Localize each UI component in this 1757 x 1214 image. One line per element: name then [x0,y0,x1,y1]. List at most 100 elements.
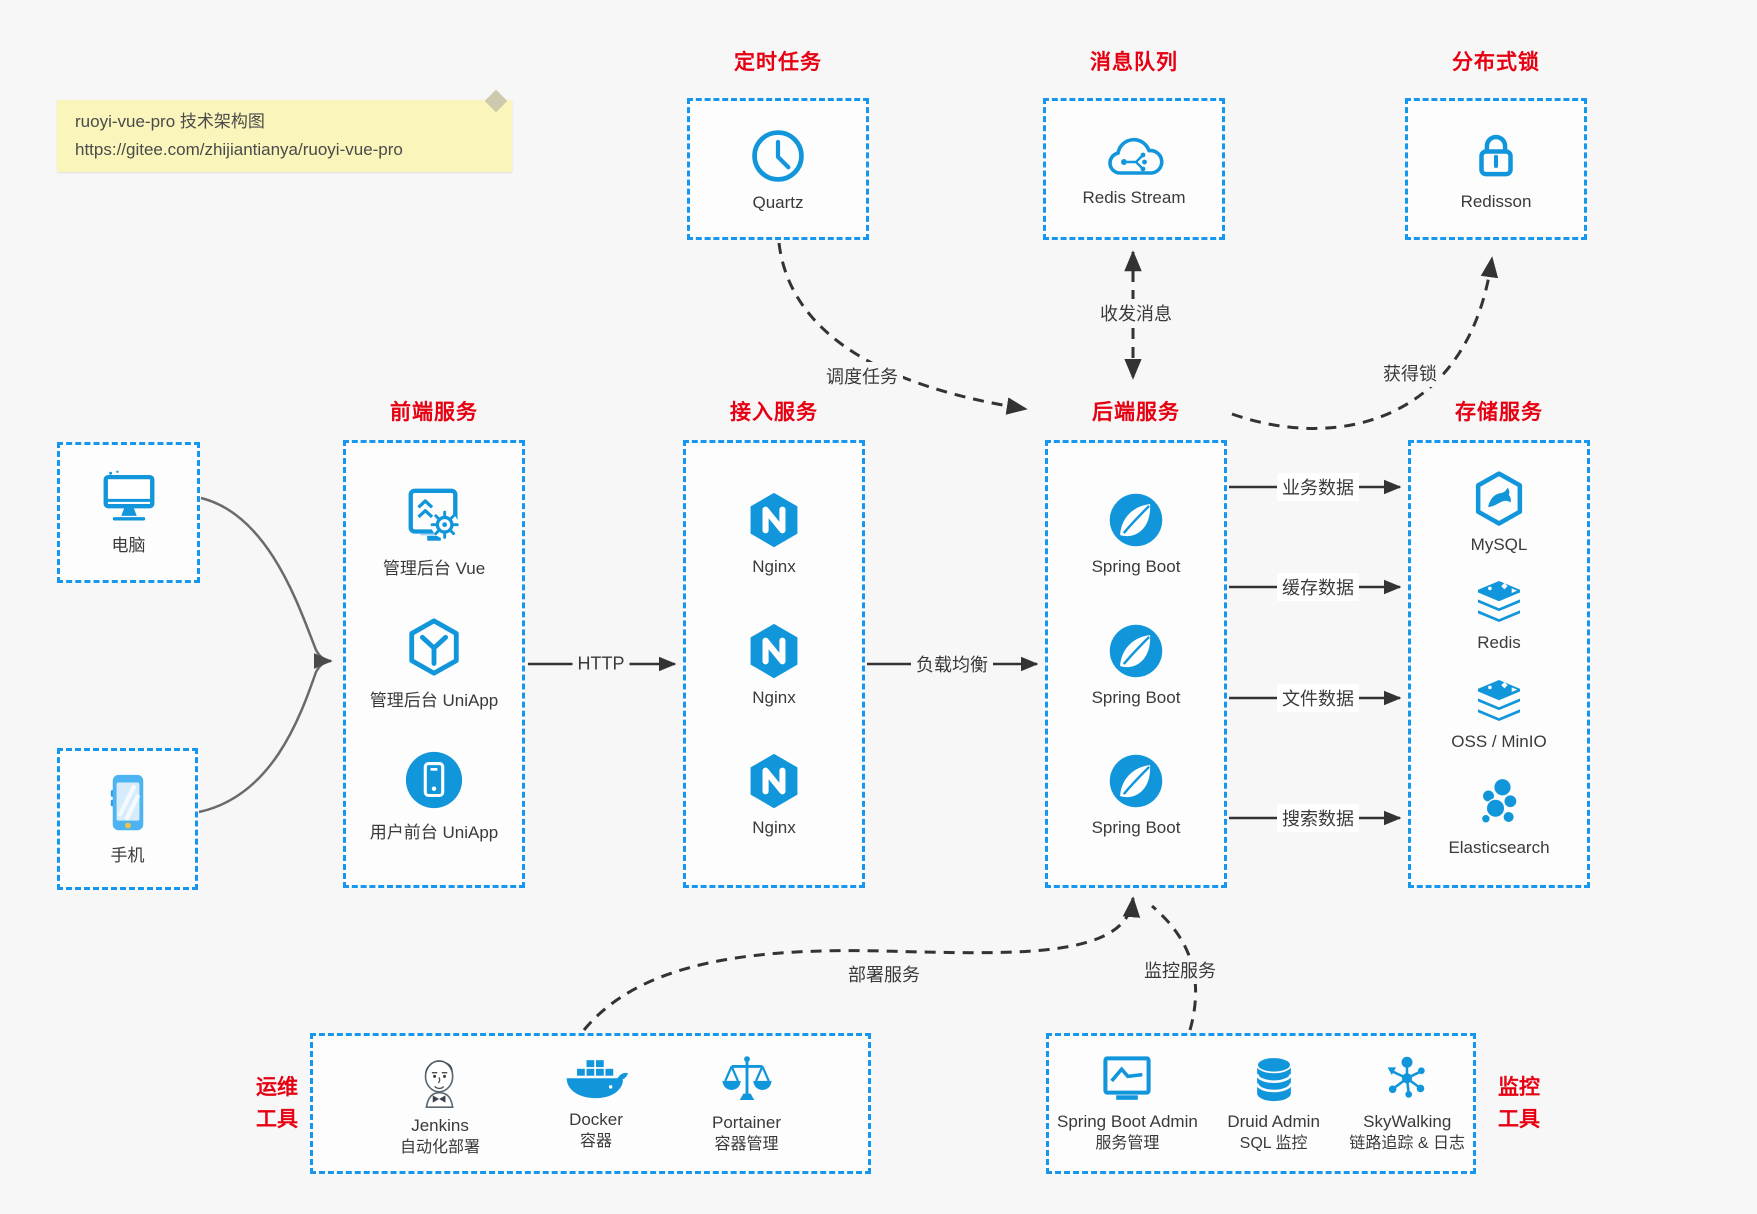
user-app-icon [405,751,463,809]
gateway-item: Nginx [744,490,804,577]
monitoring-box: Spring Boot Admin 服务管理 Druid Admin SQL 监… [1046,1033,1476,1174]
title-backend: 后端服务 [1092,401,1180,424]
computer-icon [103,470,154,521]
title-scheduler: 定时任务 [734,51,822,74]
gateway-item-label: Nginx [752,687,796,707]
phone-icon [110,774,143,830]
note-title: ruoyi-vue-pro 技术架构图 [75,112,265,131]
spring-boot-icon [1109,494,1163,547]
monitoring-item-desc: SQL 监控 [1239,1134,1308,1152]
edge-label-acquire-lock: 获得锁 [1378,359,1442,387]
storage-item-mysql: MySQL [1470,470,1528,555]
sticky-note: ruoyi-vue-pro 技术架构图 https://gitee.com/zh… [57,89,512,172]
storage-item-redis: Redis [1470,578,1528,653]
edge-phone-to-frontend [198,653,333,814]
docker-icon [566,1059,628,1098]
storage-item-label: MySQL [1470,535,1528,555]
title-ops-line2: 工具 [256,1107,298,1131]
oss-stack-icon [1476,678,1522,723]
lock-icon [1479,134,1513,176]
edge-label-cache-data: 缓存数据 [1277,573,1359,601]
computer-item: 电脑 [98,469,160,556]
mq-item-label: Redis Stream [1082,187,1186,207]
spring-boot-icon [1109,754,1163,807]
phone-item: 手机 [105,773,151,866]
gateway-item: Nginx [744,751,804,838]
jenkins-icon [424,1059,454,1108]
backend-item-label: Spring Boot [1091,817,1181,837]
gateway-item-label: Nginx [752,817,796,837]
cloud-stream-icon [1108,137,1164,175]
ops-item-jenkins: Jenkins 自动化部署 [400,1049,480,1159]
frontend-box: 管理后台 Vue 管理后台 UniApp 用户前台 UniApp [343,440,525,888]
scheduler-box: Quartz [687,98,869,240]
title-ops-line1: 运维 [256,1076,298,1099]
backend-item-label: Spring Boot [1091,687,1181,707]
monitoring-item-name: Druid Admin [1227,1111,1320,1131]
frontend-item-uniapp-admin: 管理后台 UniApp [370,617,498,711]
scheduler-item: Quartz [748,126,808,213]
redis-stack-icon [1476,579,1522,625]
edge-label-business-data: 业务数据 [1277,473,1359,501]
mq-box: Redis Stream [1043,98,1225,240]
ops-item-portainer: Portainer 容器管理 [712,1052,781,1156]
lock-item-label: Redisson [1460,191,1532,211]
mysql-icon [1475,471,1523,526]
monitoring-item-desc: 服务管理 [1095,1134,1160,1152]
edge-label-load-balance: 负载均衡 [911,650,993,678]
gateway-box: Nginx Nginx Nginx [683,440,865,888]
backend-item: Spring Boot [1091,751,1181,838]
lock-box: Redisson [1405,98,1587,240]
title-storage: 存储服务 [1455,401,1543,424]
storage-item-label: OSS / MinIO [1451,731,1547,751]
storage-item-oss: OSS / MinIO [1451,677,1547,752]
edge-label-schedule-task: 调度任务 [821,362,903,390]
nginx-icon [750,753,798,808]
title-monitoring-line2: 工具 [1498,1107,1540,1131]
backend-item-label: Spring Boot [1091,557,1181,577]
monitoring-item-druid: Druid Admin SQL 监控 [1227,1053,1320,1155]
spring-boot-admin-icon [1103,1056,1152,1100]
druid-database-icon [1255,1056,1292,1101]
storage-item-label: Redis [1477,633,1521,653]
ops-item-name: Portainer [712,1112,781,1132]
gateway-item-label: Nginx [752,557,796,577]
skywalking-icon [1387,1056,1425,1098]
ops-item-desc: 自动化部署 [400,1138,481,1156]
uniapp-hexagon-icon [409,618,459,676]
edge-label-deploy-service: 部署服务 [843,960,925,988]
edge-acquire-lock [1231,256,1499,430]
edge-computer-to-frontend [200,496,333,669]
ops-box: Jenkins 自动化部署 Docker 容 [310,1033,871,1174]
ops-item-docker: Docker 容器 [563,1055,629,1153]
backend-item: Spring Boot [1091,490,1181,577]
backend-item: Spring Boot [1091,621,1181,708]
portainer-scales-icon [722,1055,771,1100]
monitoring-item-name: Spring Boot Admin [1057,1111,1198,1131]
monitoring-item-skywalking: SkyWalking 链路追踪 & 日志 [1349,1053,1465,1155]
ops-item-desc: 容器管理 [714,1135,779,1153]
monitoring-item-sba: Spring Boot Admin 服务管理 [1057,1053,1198,1155]
note-url: https://gitee.com/zhijiantianya/ruoyi-vu… [75,139,403,159]
monitoring-item-name: SkyWalking [1363,1111,1452,1131]
gateway-item: Nginx [744,621,804,708]
storage-item-es: Elasticsearch [1448,775,1550,858]
frontend-item-vue: 管理后台 Vue [383,485,485,579]
edge-label-send-receive-message: 收发消息 [1095,299,1177,327]
title-monitoring: 监控 工具 [1488,1072,1550,1135]
title-frontend: 前端服务 [390,401,478,424]
edge-label-monitor-service: 监控服务 [1139,956,1221,984]
title-lock: 分布式锁 [1452,51,1540,74]
title-mq: 消息队列 [1090,51,1178,74]
admin-vue-icon [408,488,459,541]
clock-icon [752,129,804,182]
title-ops: 运维 工具 [246,1072,308,1135]
scheduler-item-label: Quartz [752,192,804,212]
ops-item-name: Jenkins [411,1115,469,1135]
frontend-item-label: 管理后台 UniApp [369,691,499,710]
computer-box: 电脑 [57,442,200,583]
frontend-item-uniapp-user: 用户前台 UniApp [370,749,498,843]
phone-box: 手机 [57,748,198,890]
ops-item-name: Docker [569,1109,623,1129]
